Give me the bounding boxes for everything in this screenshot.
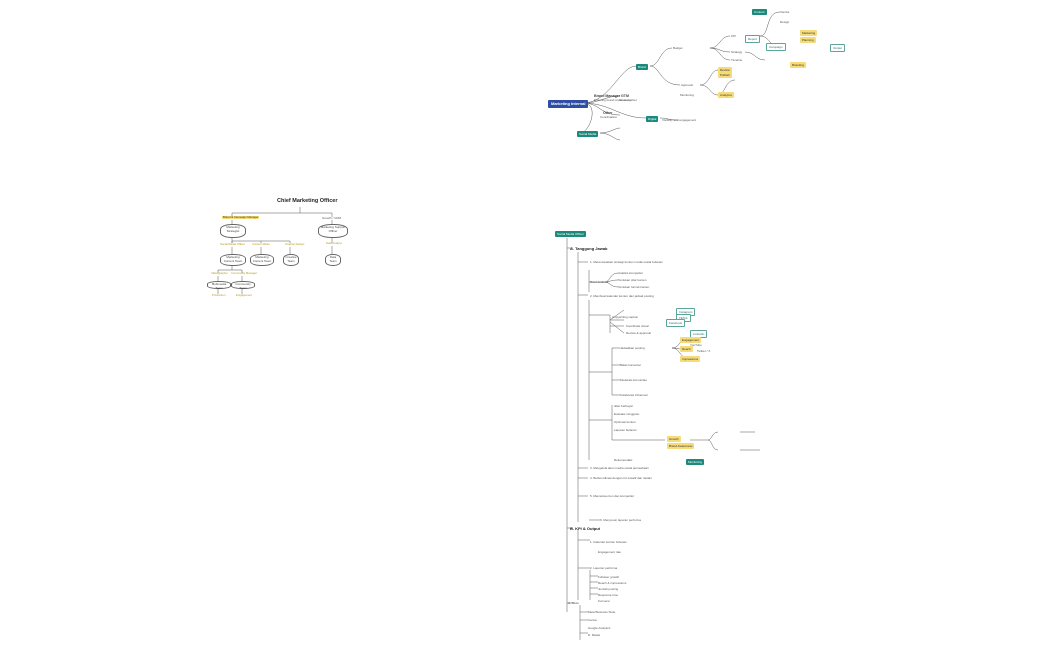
smo-b-item-2: 2. Laporan performa xyxy=(590,566,618,570)
smo-section-b: B. KPI & Output xyxy=(570,526,600,531)
cmo-lvl4-label-2: Engagement xyxy=(236,293,252,297)
root-node-marketing[interactable]: Marketing Internal xyxy=(548,100,589,108)
cmo-lvl2-node-3[interactable]: Creative Team xyxy=(283,254,299,266)
node-budget: Budget xyxy=(673,46,683,50)
smo-c-item-3: Google Analytics xyxy=(588,626,611,630)
node-gtm[interactable]: GTM xyxy=(621,94,629,98)
node-kpi: KPI xyxy=(731,34,736,38)
cmo-right-label: Growth / CRM xyxy=(322,216,342,220)
smo-yel-growth: Growth xyxy=(667,436,681,442)
smo-a-sub-12: Iklan berbayar xyxy=(614,404,634,408)
smo-a-item-4: 4. Berkoordinasi dengan tim kreatif dan … xyxy=(590,476,652,480)
smo-a-item-6: 6. Menyusun laporan performa xyxy=(600,518,641,522)
smo-tag-youtube: YouTube xyxy=(690,343,702,347)
tag-planning: Planning xyxy=(800,37,816,43)
smo-a-sub-8: Jadwalkan posting xyxy=(620,346,645,350)
smo-tag-twitter: Twitter / X xyxy=(697,349,711,353)
smo-yel-engagement: Engagement xyxy=(680,337,702,343)
smo-a-sub-5: Copywriting caption xyxy=(612,315,639,319)
node-gtm-sub: Go-to-market xyxy=(619,98,637,102)
branch-social[interactable]: Social Media xyxy=(577,131,599,137)
smo-a-sub-10: Moderasi komunitas xyxy=(620,378,647,382)
smo-a-sub-6: Koordinasi visual xyxy=(626,324,649,328)
smo-a-sub-15: Laporan bulanan xyxy=(614,428,637,432)
cmo-lvl2-label-2: Content Writer xyxy=(252,242,270,246)
smo-a-sub-13: Evaluasi mingguan xyxy=(614,412,640,416)
smo-yel-reach: Reach xyxy=(680,346,693,352)
smo-b-item-4: Follower growth xyxy=(598,575,620,579)
node-content[interactable]: Content xyxy=(752,9,767,15)
smo-a-sub-14: Optimasi konten xyxy=(614,420,636,424)
smo-a-sub-2: Analisis kompetitor xyxy=(618,271,644,275)
branch-digital[interactable]: Digital xyxy=(646,116,659,122)
smo-b-item-1: 1. Kalender konten bulanan xyxy=(590,540,627,544)
smo-yel-awareness: Brand Awareness xyxy=(667,443,695,449)
cmo-lvl3-label-2: Community Manager xyxy=(231,271,257,275)
smo-b-item-5: Reach & impressions xyxy=(598,581,627,585)
tag-analytics: Analytics xyxy=(718,92,735,98)
smo-b-item-3: Engagement rate xyxy=(598,550,622,554)
marketing-note: Visibility and engagement xyxy=(662,118,697,122)
cmo-lvl3-node-1[interactable]: Multimedia Team xyxy=(207,281,231,290)
smo-a-sub-16: Rekomendasi xyxy=(614,458,633,462)
node-design: Design xyxy=(780,20,790,24)
smo-root[interactable]: Social Media Officer xyxy=(555,231,586,237)
tag-publish: Publish xyxy=(718,72,732,78)
tag-marketing: Marketing xyxy=(800,30,818,36)
node-brand-manager-sub: Ensuring brand consistency xyxy=(594,98,631,102)
smo-a-sub-3: Tentukan pilar konten xyxy=(618,278,647,282)
smo-tag-facebook[interactable]: Facebook xyxy=(666,319,686,327)
tag-branding: Branding xyxy=(790,62,807,68)
smo-b-item-6: Jumlah posting xyxy=(598,587,619,591)
cmo-node-strategist[interactable]: Marketing Strategist xyxy=(220,224,246,238)
smo-yel-impressions: Impressions xyxy=(680,356,701,362)
smo-c-title: C. Tools xyxy=(568,601,579,605)
smo-a-item-5: 5. Memantau tren dan kompetitor xyxy=(590,494,635,498)
smo-a-sub-1: Riset audiens xyxy=(590,280,609,284)
cmo-lvl3-node-2[interactable]: Community Team xyxy=(231,281,255,290)
cmo-lvl2-node-1[interactable]: Marketing Content Team xyxy=(220,254,246,266)
cmo-lvl4-label-1: Production xyxy=(212,293,226,297)
cmo-lvl3-label-1: Videographer xyxy=(211,271,228,275)
node-report[interactable]: Report xyxy=(745,35,761,43)
smo-monitoring[interactable]: Monitoring xyxy=(686,459,705,465)
node-other[interactable]: Other xyxy=(603,111,613,115)
node-output[interactable]: Output xyxy=(830,44,846,52)
smo-a-item-3: 3. Mengelola akun media sosial perusahaa… xyxy=(590,466,649,470)
cmo-lvl2-node-2[interactable]: Marketing Content Team xyxy=(250,254,274,266)
smo-a-sub-9: Balas komentar xyxy=(620,363,641,367)
node-campaign[interactable]: Campaign xyxy=(766,43,786,51)
node-other-sub: Coordination xyxy=(600,115,618,119)
node-brand-manager[interactable]: Brand Manager xyxy=(594,94,621,98)
smo-a-sub-11: Kolaborasi influencer xyxy=(620,393,649,397)
smo-a-item-2: 2. Membuat kalender konten dan jadwal po… xyxy=(590,294,654,298)
node-strategy: Strategy xyxy=(731,50,743,54)
cmo-lvl2-label-1: Social Media Officer xyxy=(220,242,245,246)
smo-section-a: A. Tanggung Jawab xyxy=(570,246,608,251)
cmo-lvl2-label-4: Data Analyst xyxy=(326,241,342,245)
smo-b-item-7: Response time xyxy=(598,593,619,597)
smo-c-item-1: Meta Business Suite xyxy=(588,610,616,614)
cmo-node-support[interactable]: Marketing Support Officer xyxy=(318,224,348,238)
cmo-lvl2-node-4[interactable]: Data Team xyxy=(325,254,341,266)
node-monitoring: Monitoring xyxy=(680,93,695,97)
node-vendor: Vendor xyxy=(780,10,790,14)
cmo-left-label: Brand & Campaign Manager xyxy=(222,215,260,219)
smo-a-sub-7: Review & approval xyxy=(626,331,652,335)
node-approval: Approval xyxy=(681,83,693,87)
smo-b-item-8: Konversi xyxy=(598,599,610,603)
smo-a-item-1: 1. Merencanakan strategi konten media so… xyxy=(590,260,663,264)
smo-d-title: D. Relasi xyxy=(588,633,601,637)
branch-brand[interactable]: Brand xyxy=(636,64,649,70)
cmo-title: Chief Marketing Officer xyxy=(277,198,338,204)
node-timeline: Timeline xyxy=(731,58,743,62)
tag-review: Review xyxy=(718,67,732,73)
smo-c-item-2: Canva xyxy=(588,618,597,622)
cmo-lvl2-label-3: Graphic Design xyxy=(285,242,305,246)
smo-a-sub-4: Tentukan format konten xyxy=(618,285,650,289)
